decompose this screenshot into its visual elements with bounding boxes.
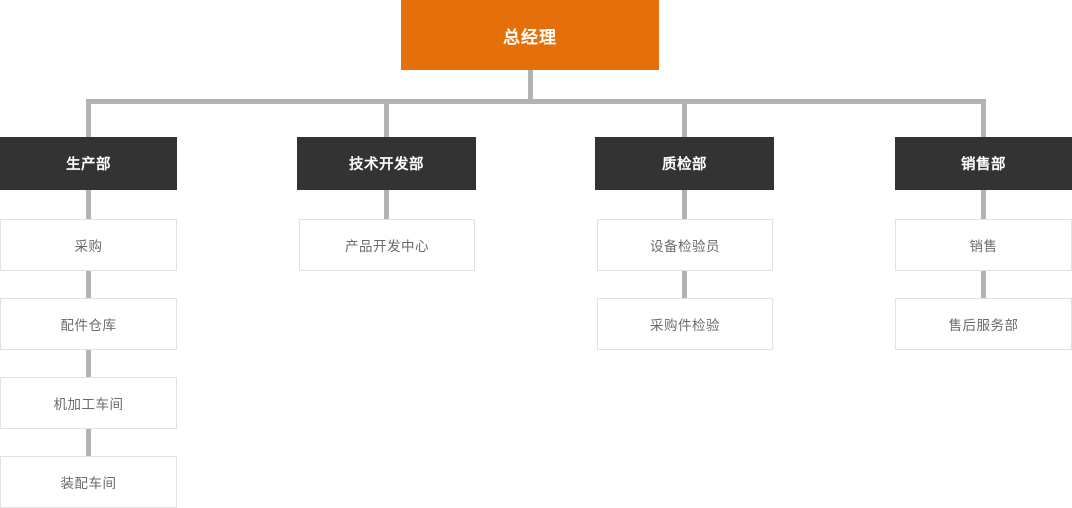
connector-bus-to-dept-4 xyxy=(981,99,986,138)
node-dept-sales[interactable]: 销售部 xyxy=(895,137,1072,190)
connector-production-to-child-2 xyxy=(86,270,91,299)
connector-sales-to-child-2 xyxy=(981,270,986,299)
node-sub-parts-warehouse[interactable]: 配件仓库 xyxy=(0,298,177,350)
node-sub-product-development-center[interactable]: 产品开发中心 xyxy=(299,219,475,271)
connector-sales-to-child-1 xyxy=(981,190,986,220)
node-dept-quality-inspection-label: 质检部 xyxy=(662,157,707,173)
connector-quality-to-child-2 xyxy=(682,270,687,299)
node-dept-technology-development-label: 技术开发部 xyxy=(349,157,424,173)
node-dept-production-label: 生产部 xyxy=(66,157,111,173)
node-sub-purchased-parts-inspection-label: 采购件检验 xyxy=(650,318,720,333)
node-sub-machining-workshop-label: 机加工车间 xyxy=(53,397,124,412)
node-sub-sales-team-label: 销售 xyxy=(969,239,998,254)
node-sub-product-development-center-label: 产品开发中心 xyxy=(345,239,429,254)
node-dept-technology-development[interactable]: 技术开发部 xyxy=(297,137,476,190)
node-sub-parts-warehouse-label: 配件仓库 xyxy=(60,318,117,333)
connector-bus-to-dept-3 xyxy=(682,99,687,138)
node-sub-equipment-inspector[interactable]: 设备检验员 xyxy=(597,219,773,271)
node-sub-purchased-parts-inspection[interactable]: 采购件检验 xyxy=(597,298,773,350)
connector-techdev-to-child-1 xyxy=(384,190,389,220)
node-dept-sales-label: 销售部 xyxy=(961,157,1006,173)
node-sub-after-sales-service[interactable]: 售后服务部 xyxy=(895,298,1072,350)
node-sub-equipment-inspector-label: 设备检验员 xyxy=(650,239,720,254)
connector-quality-to-child-1 xyxy=(682,190,687,220)
connector-bus-to-dept-1 xyxy=(86,99,91,138)
connector-horizontal-bus xyxy=(86,99,986,104)
node-dept-quality-inspection[interactable]: 质检部 xyxy=(595,137,774,190)
node-root-general-manager[interactable]: 总经理 xyxy=(401,0,659,70)
node-root-label: 总经理 xyxy=(503,27,557,47)
connector-bus-to-dept-2 xyxy=(384,99,389,138)
node-sub-assembly-workshop-label: 装配车间 xyxy=(60,476,117,491)
node-sub-purchasing-label: 采购 xyxy=(74,239,103,254)
node-sub-machining-workshop[interactable]: 机加工车间 xyxy=(0,377,177,429)
connector-production-to-child-3 xyxy=(86,349,91,378)
node-sub-purchasing[interactable]: 采购 xyxy=(0,219,177,271)
connector-production-to-child-4 xyxy=(86,428,91,457)
node-sub-sales-team[interactable]: 销售 xyxy=(895,219,1072,271)
connector-root-stem xyxy=(528,70,533,104)
connector-production-to-child-1 xyxy=(86,190,91,220)
node-dept-production[interactable]: 生产部 xyxy=(0,137,177,190)
node-sub-after-sales-service-label: 售后服务部 xyxy=(948,318,1019,333)
node-sub-assembly-workshop[interactable]: 装配车间 xyxy=(0,456,177,508)
